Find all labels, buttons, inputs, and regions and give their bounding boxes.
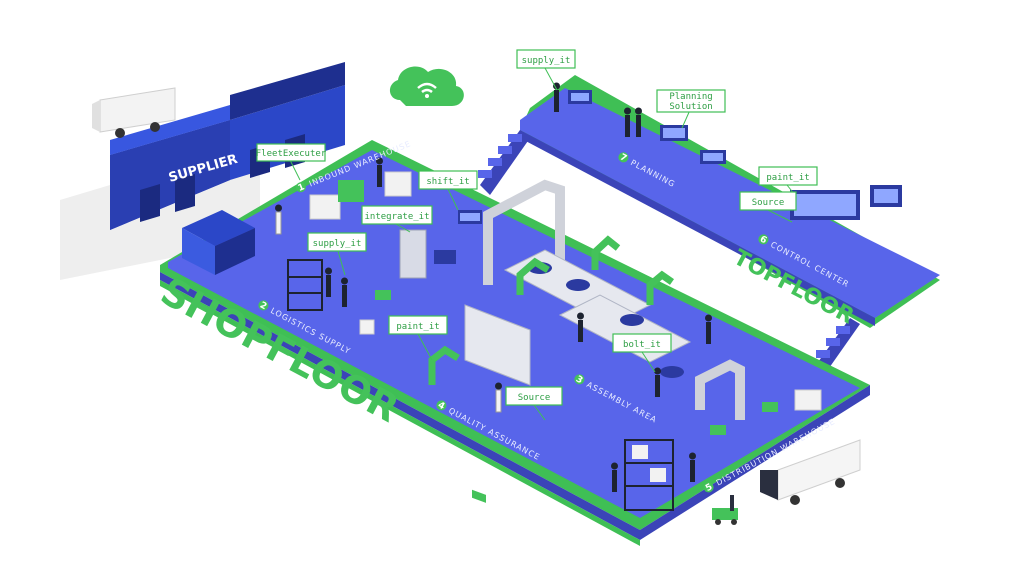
worker-icon [553, 82, 642, 137]
svg-text:supply_it: supply_it [313, 239, 362, 249]
svg-text:7: 7 [618, 152, 628, 164]
tag-source-floor: Source [505, 386, 563, 421]
tag-fleet-executer: FleetExecuter [256, 143, 327, 181]
svg-text:FleetExecuter: FleetExecuter [256, 149, 327, 159]
svg-text:paint_it: paint_it [396, 322, 439, 332]
tag-integrate: integrate_it [361, 205, 433, 233]
worker-icon [275, 157, 712, 492]
tag-planning-solution: Planning Solution [656, 89, 726, 129]
tag-supply-floor: supply_it [307, 232, 367, 276]
qa-panel [464, 304, 531, 503]
tag-bolt: bolt_it [612, 333, 672, 373]
shelf-icon [624, 389, 822, 511]
svg-text:paint_it: paint_it [766, 173, 809, 183]
svg-text:Planning: Planning [669, 92, 712, 102]
svg-text:integrate_it: integrate_it [364, 212, 429, 222]
forklift-icon [359, 290, 778, 435]
tag-paint-floor: paint_it [388, 315, 448, 361]
truck-icon [760, 439, 861, 505]
workstation-icon [399, 210, 482, 279]
svg-text:2: 2 [258, 300, 268, 312]
svg-text:bolt_it: bolt_it [623, 340, 661, 350]
svg-text:4: 4 [436, 400, 446, 412]
svg-text:Source: Source [752, 198, 785, 208]
svg-text:3: 3 [574, 374, 584, 386]
svg-text:5: 5 [704, 482, 714, 494]
svg-text:1: 1 [297, 182, 307, 194]
stairs-left [478, 130, 530, 195]
svg-text:Source: Source [518, 393, 551, 403]
truck-icon [92, 87, 176, 138]
cloud-wifi-icon [389, 66, 464, 106]
supplier-building: SUPPLIER [110, 62, 345, 230]
workstation-icon [568, 90, 902, 220]
forklift-icon [712, 495, 738, 525]
gantry [483, 179, 745, 420]
tag-shift: shift_it [418, 170, 478, 211]
tag-supply-top: supply_it [516, 49, 576, 91]
svg-text:Solution: Solution [669, 102, 712, 112]
tag-source-top: Source [739, 191, 797, 223]
tag-paint-top: paint_it [758, 166, 818, 196]
svg-text:6: 6 [758, 234, 768, 246]
shelf-icon [182, 171, 412, 275]
shelf-icon [287, 259, 323, 311]
svg-text:shift_it: shift_it [426, 177, 469, 187]
svg-text:supply_it: supply_it [522, 56, 571, 66]
topfloor-platform [520, 75, 940, 328]
robot-arm-icon [428, 235, 675, 385]
